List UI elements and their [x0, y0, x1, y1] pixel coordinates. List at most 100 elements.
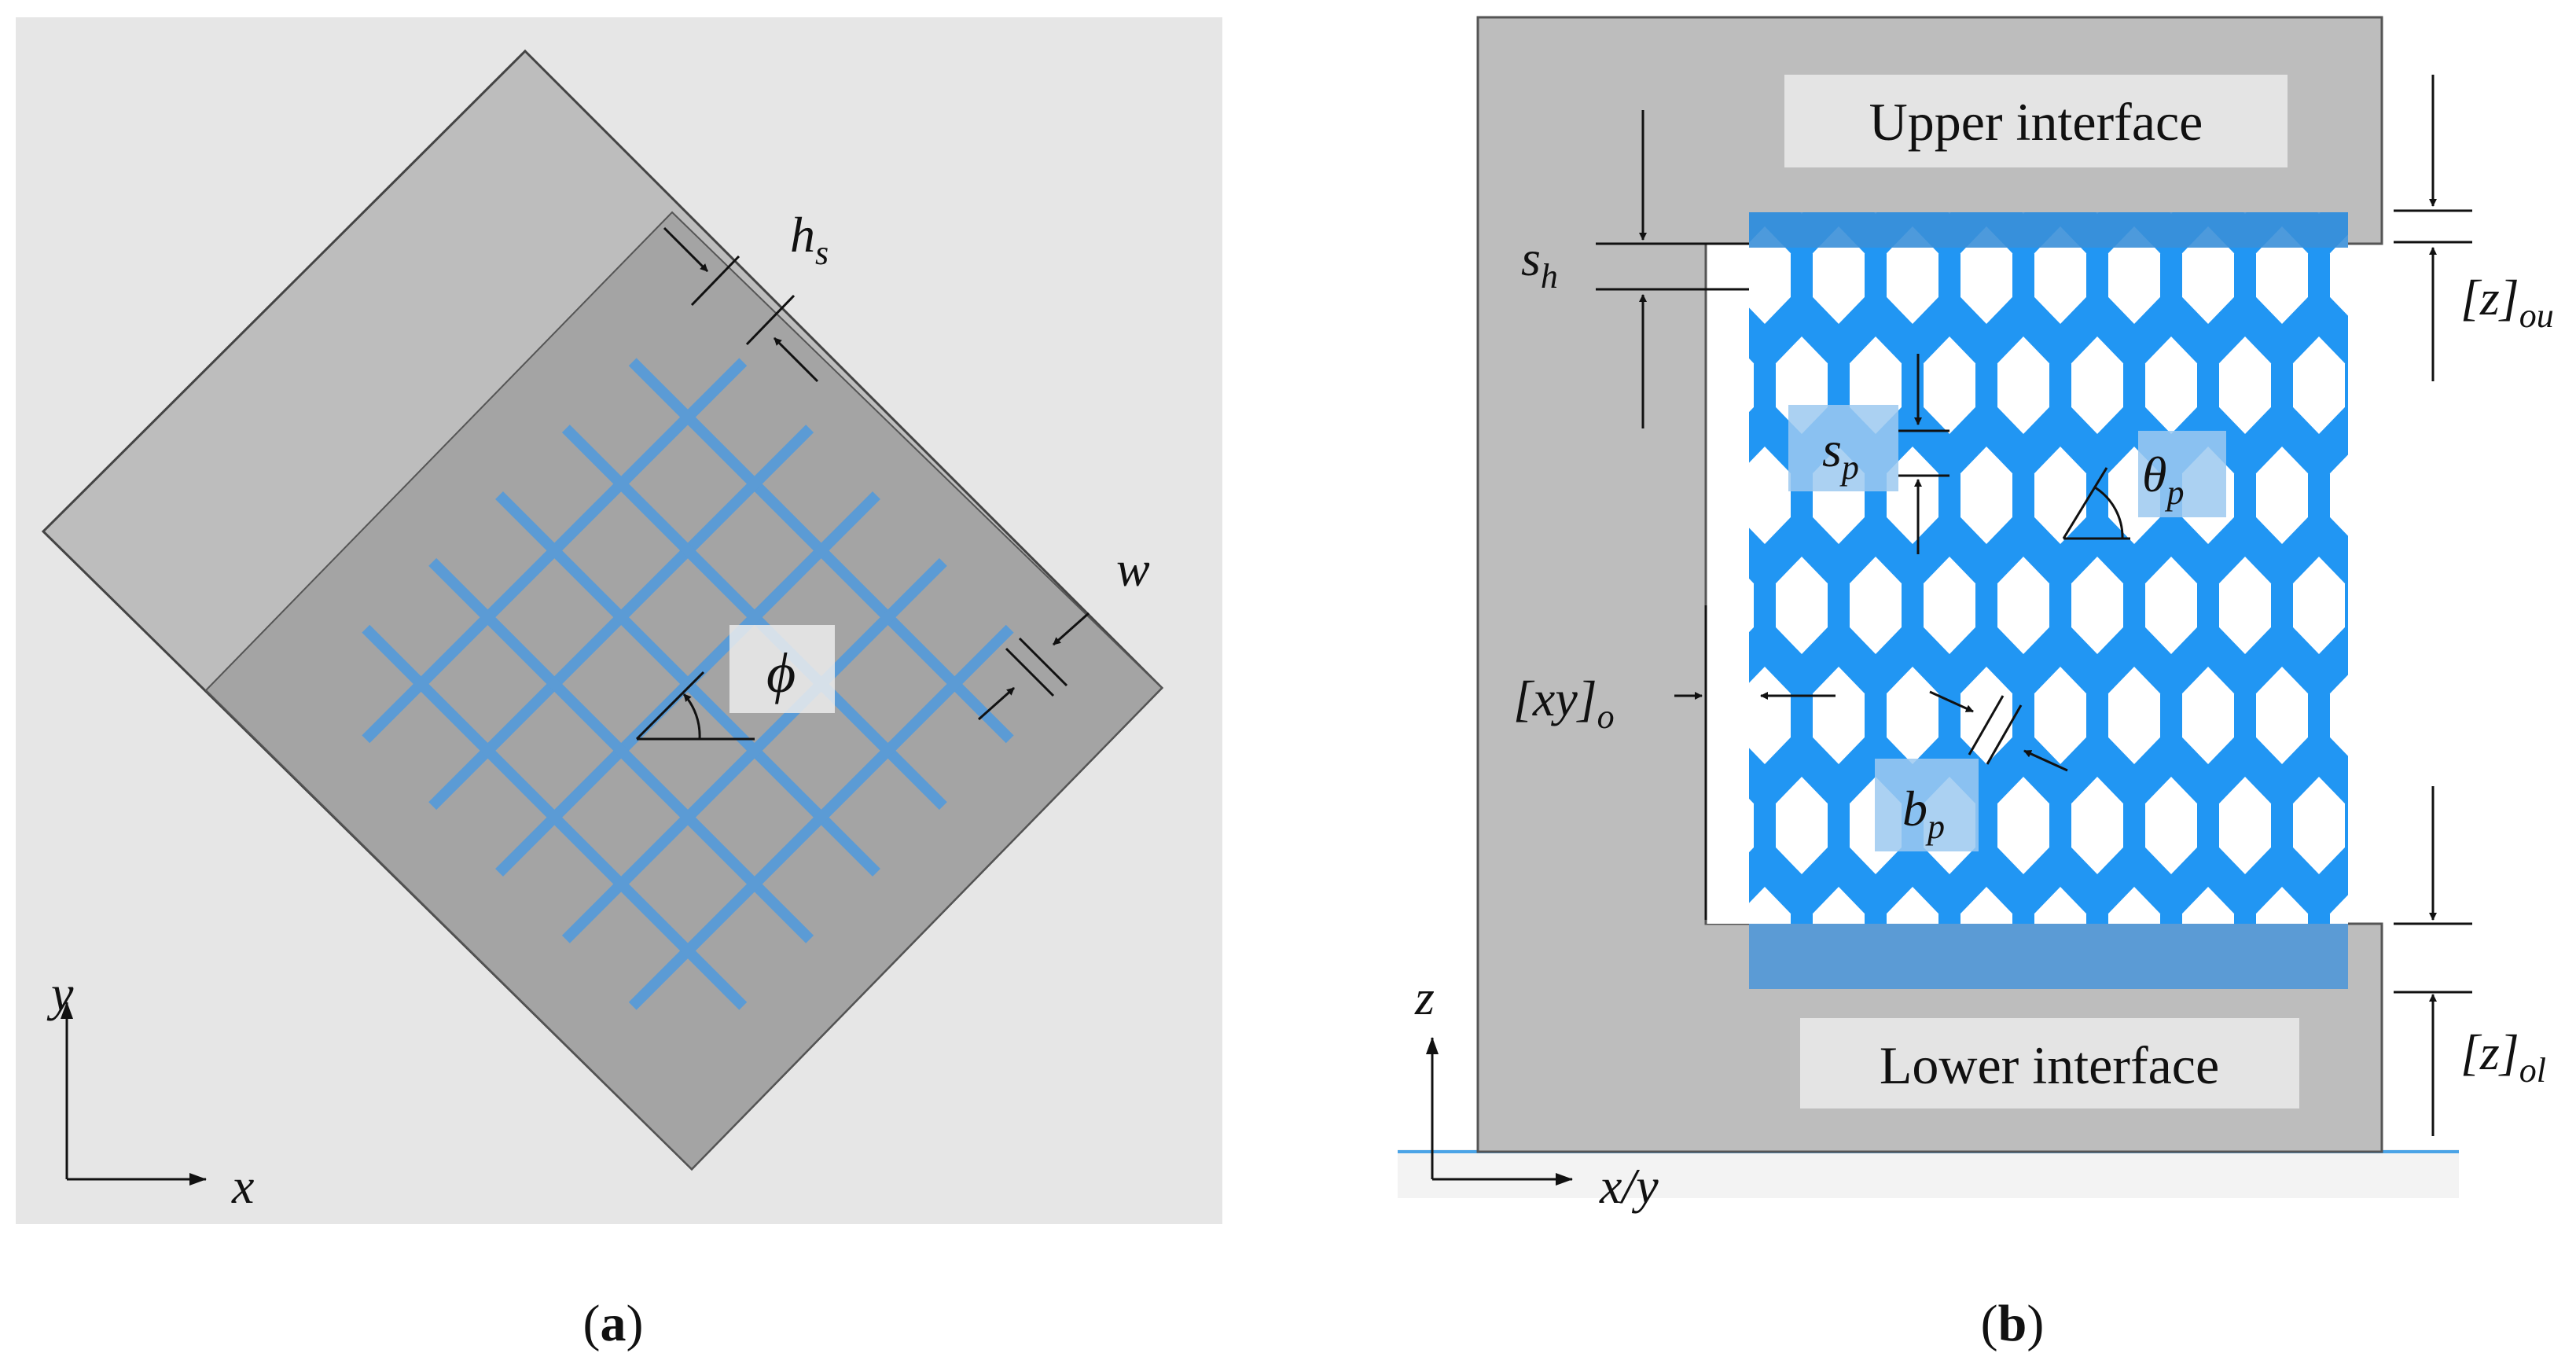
lower-overlap — [1749, 924, 2348, 989]
perforation-hole — [1997, 336, 2049, 434]
perforation-hole — [2071, 557, 2123, 654]
sp-label-box — [1788, 405, 1898, 491]
upper-overlap — [1749, 212, 2348, 248]
perforation-hole — [1887, 226, 1938, 324]
perforation-hole — [2219, 336, 2271, 434]
lattice-strut — [550, 546, 1065, 1061]
perforation-hole — [2367, 557, 2419, 654]
perforation-hole — [2071, 336, 2123, 434]
lattice-grid — [311, 307, 1065, 1061]
xy-axis-label: x/y — [1599, 1158, 1659, 1214]
perforation-hole — [2256, 667, 2308, 764]
perforation-hole — [1749, 226, 1791, 324]
lower-interface-label[interactable]: Lower interface — [1880, 1035, 2219, 1095]
perforation-hole — [2034, 667, 2086, 764]
perforated-fabric — [1749, 116, 2493, 989]
lattice-strut — [417, 413, 959, 955]
lattice-strut — [483, 480, 1026, 1022]
lower-interface-box — [1800, 1018, 2299, 1108]
perforation-hole — [2145, 777, 2197, 874]
perforation-hole — [1749, 798, 1754, 853]
perforation-hole — [2293, 777, 2345, 874]
perforation-hole — [1960, 667, 2012, 764]
perforation-hole — [2330, 675, 2348, 756]
perforation-hole — [2441, 777, 2493, 874]
sp-dimension — [1898, 354, 1949, 554]
upper-interface-box — [1784, 75, 2288, 167]
gap-region — [1706, 244, 1753, 924]
perforation-hole — [2034, 226, 2086, 324]
perforation-hole — [1924, 557, 1975, 654]
lattice-strut — [350, 480, 892, 1022]
sp-label: sp — [1822, 421, 1859, 487]
perforation-hole — [1749, 667, 1791, 764]
perforation-hole — [2441, 557, 2493, 654]
caption-b: (b) — [1981, 1295, 2045, 1352]
perforation-hole — [2256, 447, 2308, 544]
perforation-hole — [1749, 447, 1791, 544]
zol-dimension — [2394, 786, 2472, 1136]
perforation-hole — [2330, 234, 2348, 316]
lattice-strut — [311, 546, 825, 1061]
perforation-hole — [2182, 667, 2234, 764]
perforation-hole — [2404, 667, 2456, 764]
hs-dimension — [663, 226, 819, 383]
sh-label: sh — [1521, 230, 1558, 296]
perforation-hole — [1813, 226, 1865, 324]
caption-a: (a) — [583, 1295, 644, 1352]
xyo-label: [xy]o — [1513, 671, 1615, 736]
bp-label-box — [1875, 759, 1979, 851]
perforation-hole — [1997, 557, 2049, 654]
perforation-hole — [1850, 557, 1902, 654]
panel-b: Upper interface Lower interface sh sp θp — [1398, 16, 2554, 1352]
perforation-hole — [1887, 667, 1938, 764]
perforation-hole — [1960, 226, 2012, 324]
perforation-hole — [1960, 447, 2012, 544]
perforation-hole — [2293, 557, 2345, 654]
ground-strip — [1398, 1149, 2459, 1198]
perforation-hole — [2367, 777, 2419, 874]
perforation-hole — [2256, 226, 2308, 324]
theta-angle — [2062, 467, 2130, 540]
perforation-hole — [2219, 777, 2271, 874]
perforation-hole — [1997, 777, 2049, 874]
perforation-hole — [1776, 777, 1828, 874]
perforation-hole — [2108, 226, 2160, 324]
upper-interface-label[interactable]: Upper interface — [1869, 92, 2203, 152]
phi-label: ϕ — [766, 642, 796, 704]
w-label: w — [1116, 541, 1150, 597]
perforation-hole — [2145, 557, 2197, 654]
perforation-hole — [1749, 358, 1754, 413]
x-axis-label: x — [231, 1158, 254, 1214]
perforation-hole — [2367, 336, 2419, 434]
theta-label-box — [2138, 431, 2226, 517]
perforation-hole — [1776, 557, 1828, 654]
sh-dimension — [1596, 110, 1749, 428]
bp-dimension — [1929, 690, 2068, 772]
phi-label-box — [729, 625, 835, 713]
phi-angle — [635, 671, 755, 741]
y-axis-label: y — [46, 965, 74, 1021]
perforation-hole — [2330, 454, 2348, 536]
perforation-hole — [2034, 447, 2086, 544]
perforation-hole — [2404, 447, 2456, 544]
axes-a — [61, 1002, 207, 1186]
perforation-hole — [2441, 336, 2493, 434]
perforation-hole — [2293, 336, 2345, 434]
w-dimension — [978, 612, 1090, 721]
hs-label: hs — [790, 207, 829, 272]
axes-b — [1426, 1037, 1573, 1186]
theta-label: θp — [2142, 447, 2184, 512]
perforation-hole — [1887, 447, 1938, 544]
perforation-hole — [2441, 116, 2493, 214]
perforation-hole — [1813, 667, 1865, 764]
perforation-hole — [2404, 887, 2456, 984]
perforation-hole — [2182, 226, 2234, 324]
bp-label: bp — [1902, 781, 1945, 846]
perforation-hole — [1749, 578, 1754, 633]
xyo-dimension — [1674, 605, 1836, 920]
zou-label: [z]ou — [2460, 270, 2554, 335]
perforation-hole — [2108, 667, 2160, 764]
perforation-hole — [1924, 336, 1975, 434]
perforation-hole — [2071, 777, 2123, 874]
